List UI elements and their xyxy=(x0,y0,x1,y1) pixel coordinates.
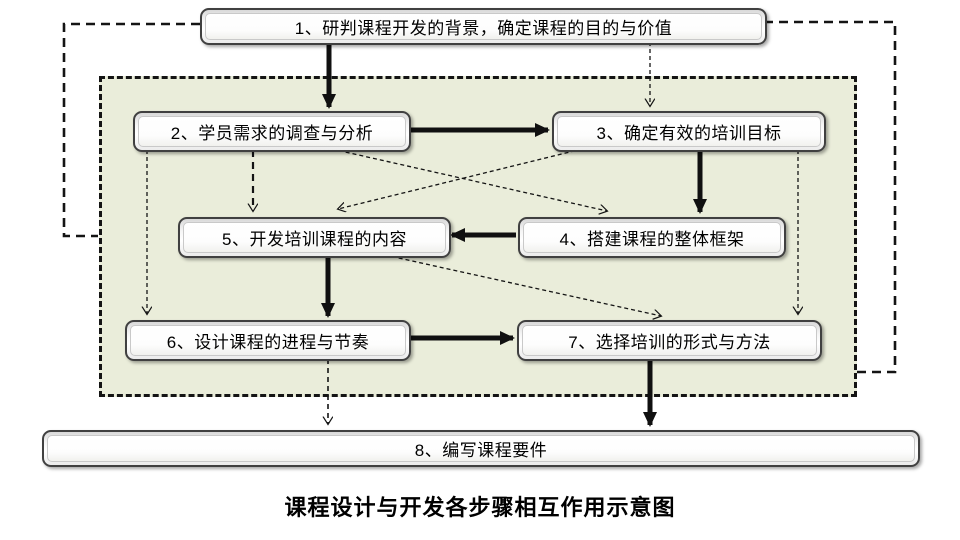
step-7-box: 7、选择培训的形式与方法 xyxy=(517,320,822,361)
step-3-label: 3、确定有效的培训目标 xyxy=(596,124,782,143)
step-5-label: 5、开发培训课程的内容 xyxy=(222,230,407,249)
step-2-box-inner xyxy=(138,116,406,147)
step-6-box: 6、设计课程的进程与节奏 xyxy=(125,320,411,361)
step-8-label: 8、编写课程要件 xyxy=(414,441,548,460)
step-6-box-inner xyxy=(130,325,406,356)
step-1-label: 1、研判课程开发的背景，确定课程的目的与价值 xyxy=(294,19,673,38)
step-7-box-inner xyxy=(522,325,817,356)
step-8-box: 8、编写课程要件 xyxy=(42,430,920,467)
step-4-label: 4、搭建课程的整体框架 xyxy=(559,230,745,249)
step-5-box: 5、开发培训课程的内容 xyxy=(178,217,451,258)
step-2-label: 2、学员需求的调查与分析 xyxy=(170,124,374,143)
step-8-box-inner xyxy=(47,435,915,462)
step-5-box-inner xyxy=(183,222,446,253)
step-4-box-inner xyxy=(523,222,781,253)
step-2-box: 2、学员需求的调查与分析 xyxy=(133,111,411,152)
step-7-label: 7、选择培训的形式与方法 xyxy=(568,333,771,352)
step-1-box-inner xyxy=(205,13,762,40)
step-3-box-inner xyxy=(557,116,821,147)
step-6-label: 6、设计课程的进程与节奏 xyxy=(166,333,370,352)
step-1-box: 1、研判课程开发的背景，确定课程的目的与价值 xyxy=(200,8,767,45)
step-4-box: 4、搭建课程的整体框架 xyxy=(518,217,786,258)
step-3-box: 3、确定有效的培训目标 xyxy=(552,111,826,152)
diagram-caption: 课程设计与开发各步骤相互作用示意图 xyxy=(284,495,676,520)
